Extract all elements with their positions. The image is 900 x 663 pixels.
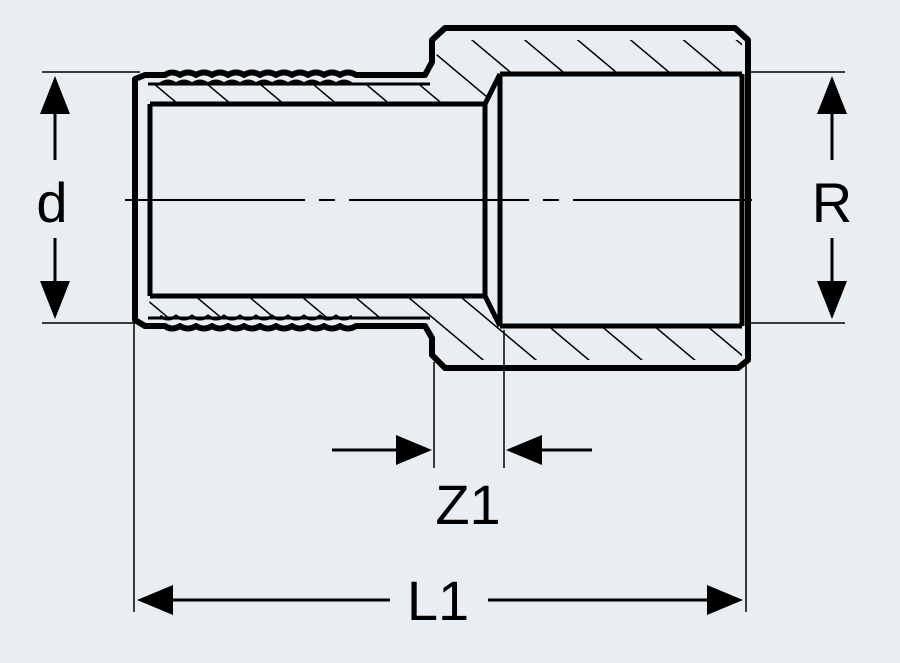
top-wall-section [148, 40, 742, 104]
label-L1: L1 [407, 569, 469, 632]
thread-bottom [159, 314, 353, 321]
dimension-R [817, 76, 847, 319]
arrow-up-icon [40, 76, 70, 114]
fitting-outline [132, 25, 751, 371]
label-d: d [36, 171, 67, 234]
dimension-L1 [137, 585, 743, 615]
label-Z1: Z1 [435, 473, 500, 536]
arrow-right-icon [707, 585, 743, 615]
dimension-Z1 [332, 435, 592, 465]
arrow-left-icon [506, 435, 542, 465]
extension-lines [42, 71, 845, 612]
label-R: R [812, 171, 852, 234]
arrow-down-icon [40, 281, 70, 319]
hatched-walls [148, 40, 742, 360]
arrow-left-icon [137, 585, 173, 615]
arrow-right-icon [396, 435, 432, 465]
bottom-wall-section [148, 296, 742, 360]
arrow-up-icon [817, 76, 847, 114]
dimension-d [40, 76, 70, 319]
arrow-down-icon [817, 281, 847, 319]
